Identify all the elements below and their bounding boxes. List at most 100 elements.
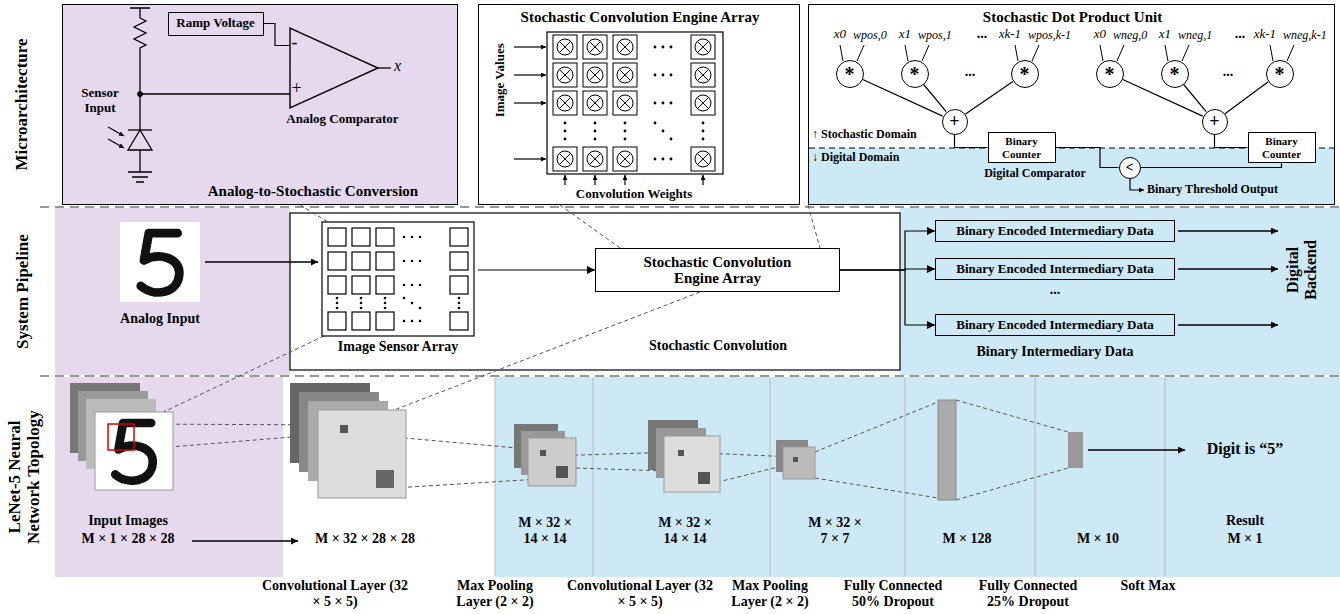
signal-name: x1 [881,27,911,42]
label: Result [1205,513,1285,529]
multiplier-grid [583,147,607,171]
multiplier-grid [670,102,673,105]
multiplier-grid [613,91,637,115]
stage-separator [905,378,906,576]
input-arrow [624,175,625,185]
feature-map-stack [664,436,720,492]
stage-separator [1035,378,1036,576]
signal-name: x1 [1141,27,1171,42]
dimension-label: M × 32 × 14 × 14 [652,515,718,546]
label: Binary Intermediary Data [940,344,1170,360]
flow-arrow [192,231,1278,541]
layer-name: Soft Max [1108,578,1188,594]
stage-separator [495,378,1165,576]
leader-line [1015,45,1039,61]
multiplier-grid [691,63,715,87]
node-text: * [1275,63,1285,85]
flow-arrow [205,261,318,262]
multiplier-grid [547,32,723,174]
sensor-grid [411,320,414,323]
counter-box: Binary Counter [1248,132,1316,163]
feature-map-stack [376,470,394,488]
sensor-grid [360,307,363,310]
node-text: Binary Counter [995,135,1049,159]
sensor-grid [450,276,468,294]
node-text: Stochastic Convolution Engine Array [479,9,801,26]
sensor-grid [419,236,422,239]
sensor-grid [376,228,394,246]
sensor-grid [411,302,414,305]
connector [840,270,935,325]
feature-map-stack [540,450,546,456]
data-box: Binary Encoded Intermediary Data [935,258,1175,280]
output-arrow [1130,179,1144,190]
node-text: Binary Encoded Intermediary Data [956,262,1154,276]
dimension-label: M × 1 × 28 × 28 [58,531,198,547]
circuit [108,8,391,182]
multiplier-grid [583,63,607,87]
region-background [55,4,1340,577]
node-text: Stochastic Convolution Engine Array [629,254,807,287]
feature-map-stack [678,450,684,456]
input-arrow [514,46,546,47]
circuit [108,139,124,148]
stage-separator [770,378,771,576]
operator-circle: * [836,60,864,88]
band-title: Microarchitecture [12,9,31,199]
ellipsis: ... [1216,64,1240,80]
dimension-label: M × 32 × 28 × 28 [290,531,440,547]
panel-box: Analog-to-Stochastic ConversionRamp Volt… [62,4,458,205]
circuit [140,93,290,94]
connector [1225,82,1268,114]
multiplier-grid [662,74,665,77]
feature-map-stack [698,472,710,484]
node-text: * [910,63,920,85]
leader-line [560,205,620,248]
sensor-grid [336,302,339,305]
circuit [130,8,150,18]
flow-arrow [1088,449,1185,450]
multiplier-grid [553,35,577,59]
analog-input-image [120,222,200,302]
pipeline-frame [290,213,900,370]
operator-circle: * [1096,60,1124,88]
node-text: Image Sensor Array [318,339,478,355]
region-background [55,377,283,577]
label: Digital Backend [1284,230,1320,310]
multiplier-grid [670,46,673,49]
feature-map-stack [793,457,798,462]
node-text: Binary Encoded Intermediary Data [956,318,1154,332]
dimension-label: M × 128 [927,531,1007,547]
multiplier-grid [702,130,705,133]
input-arrow [702,175,703,185]
multiplier-grid [564,122,567,125]
input-arrow [514,47,703,185]
multiplier-grid [613,147,637,171]
node-text: * [1020,63,1030,85]
multiplier-grid [654,122,657,125]
sensor-grid [450,252,468,270]
node-text: * [1170,63,1180,85]
node-text: + [292,78,312,99]
sensor-grid [360,297,363,300]
sensor-grid [376,252,394,270]
multiplier-grid [654,158,657,161]
node-text: Stochastic Dot Product Unit [809,9,1336,26]
engine-box: Stochastic Convolution Engine Array [595,248,840,292]
node-text: + [1209,112,1219,132]
multiplier-grid [654,46,657,49]
multiplier-grid [670,158,673,161]
sensor-grid [322,222,474,336]
feature-map-stack [556,466,568,478]
multiplier-grid [624,130,627,133]
sensor-grid [411,236,414,239]
sensor-grid [336,236,461,323]
multiplier-grid [583,35,607,59]
leader-line [840,45,1294,61]
circuit [134,18,146,130]
sensor-grid [328,228,346,246]
multiplier-grid [662,130,665,133]
sensor-grid [352,228,370,246]
sensor-grid [419,284,422,287]
